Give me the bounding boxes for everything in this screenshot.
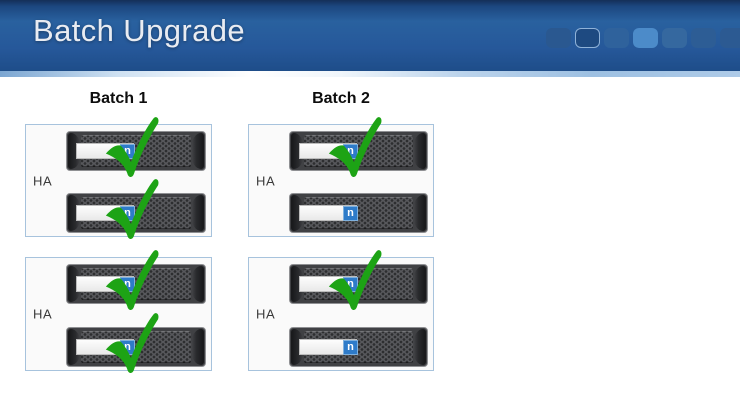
netapp-logo-icon: n: [343, 206, 358, 221]
storage-shelf: n: [66, 179, 206, 239]
shelf-left-handle-icon: [68, 133, 81, 169]
shelf-right-handle-icon: [191, 195, 204, 231]
progress-square: [546, 28, 571, 48]
shelf-right-handle-icon: [413, 329, 426, 365]
shelf-left-handle-icon: [291, 133, 304, 169]
shelf-right-handle-icon: [413, 133, 426, 169]
progress-square: [575, 28, 600, 48]
batch-2-heading: Batch 2: [312, 90, 370, 107]
progress-square: [662, 28, 687, 48]
shelf-right-handle-icon: [413, 266, 426, 302]
progress-square: [720, 28, 740, 48]
storage-shelf: n: [289, 327, 428, 367]
netapp-logo-icon: n: [343, 277, 358, 292]
ha-label: HA: [33, 173, 53, 188]
netapp-logo-icon: n: [343, 144, 358, 159]
progress-square: [691, 28, 716, 48]
shelf-right-handle-icon: [413, 195, 426, 231]
shelf-left-handle-icon: [68, 195, 81, 231]
netapp-logo-icon: n: [120, 206, 135, 221]
ha-label: HA: [256, 306, 276, 322]
storage-shelf: n: [66, 250, 206, 310]
shelf-left-handle-icon: [291, 195, 304, 231]
shelf-left-handle-icon: [291, 266, 304, 302]
ha-pair-box: HA n n: [25, 250, 212, 373]
storage-shelf: n: [66, 313, 206, 373]
ha-pair-box: HA n n: [25, 117, 212, 239]
shelf-left-handle-icon: [291, 329, 304, 365]
shelf-left-handle-icon: [68, 329, 81, 365]
shelf-right-handle-icon: [191, 133, 204, 169]
header-progress-squares: [546, 28, 740, 48]
storage-shelf: n: [66, 117, 206, 177]
ha-pair-box: HA n n: [248, 117, 434, 237]
netapp-logo-icon: n: [343, 340, 358, 355]
progress-square: [604, 28, 629, 48]
progress-square: [633, 28, 658, 48]
shelf-right-handle-icon: [191, 266, 204, 302]
page-title: Batch Upgrade: [33, 13, 245, 48]
storage-shelf: n: [289, 117, 428, 177]
netapp-logo-icon: n: [120, 340, 135, 355]
storage-shelf: n: [289, 250, 428, 310]
ha-label: HA: [256, 173, 276, 188]
ha-label: HA: [33, 306, 53, 322]
netapp-logo-icon: n: [120, 277, 135, 292]
shelf-right-handle-icon: [191, 329, 204, 365]
ha-pair-box: HA n n: [248, 250, 434, 371]
batch-1-heading: Batch 1: [89, 90, 148, 107]
header-accent-strip: [0, 71, 740, 77]
slide-header: Batch Upgrade: [0, 0, 740, 71]
netapp-logo-icon: n: [120, 144, 135, 159]
shelf-left-handle-icon: [68, 266, 81, 302]
storage-shelf: n: [289, 193, 428, 233]
